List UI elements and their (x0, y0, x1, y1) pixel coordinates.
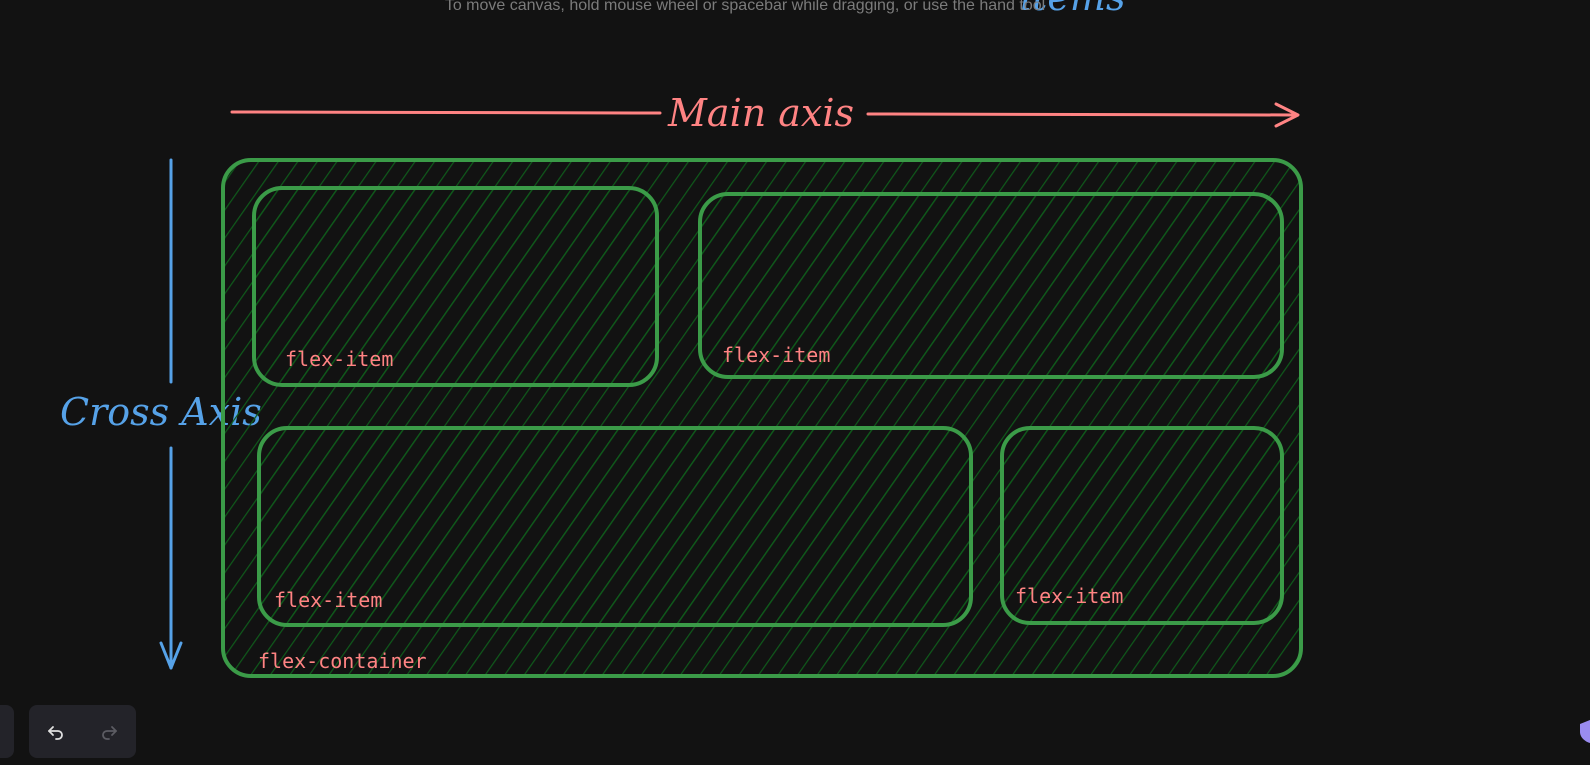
zoom-toolbar-edge[interactable] (0, 705, 14, 758)
redo-icon (102, 725, 118, 740)
flex-container-label[interactable]: flex-container (258, 649, 427, 673)
main-axis-label[interactable]: Main axis (667, 91, 854, 135)
flex-item-box[interactable] (252, 186, 659, 387)
redo-button[interactable] (89, 712, 129, 752)
flex-item-box[interactable] (698, 192, 1284, 379)
flex-item-label[interactable]: flex-item (285, 347, 393, 371)
canvas-hint-text: To move canvas, hold mouse wheel or spac… (444, 0, 1046, 14)
cross-axis-arrow[interactable] (159, 158, 183, 670)
flex-item-box[interactable] (1000, 426, 1284, 625)
partial-title-text: items (1020, 0, 1125, 19)
undo-icon (47, 725, 63, 740)
undo-button[interactable] (36, 712, 76, 752)
undo-redo-toolbar (29, 705, 136, 758)
flex-item-label[interactable]: flex-item (1015, 584, 1123, 608)
shield-icon[interactable] (1578, 718, 1590, 744)
main-axis-arrow[interactable] (230, 102, 1300, 128)
flex-item-label[interactable]: flex-item (274, 588, 382, 612)
flex-item-label[interactable]: flex-item (722, 343, 830, 367)
flex-item-box[interactable] (257, 426, 973, 627)
